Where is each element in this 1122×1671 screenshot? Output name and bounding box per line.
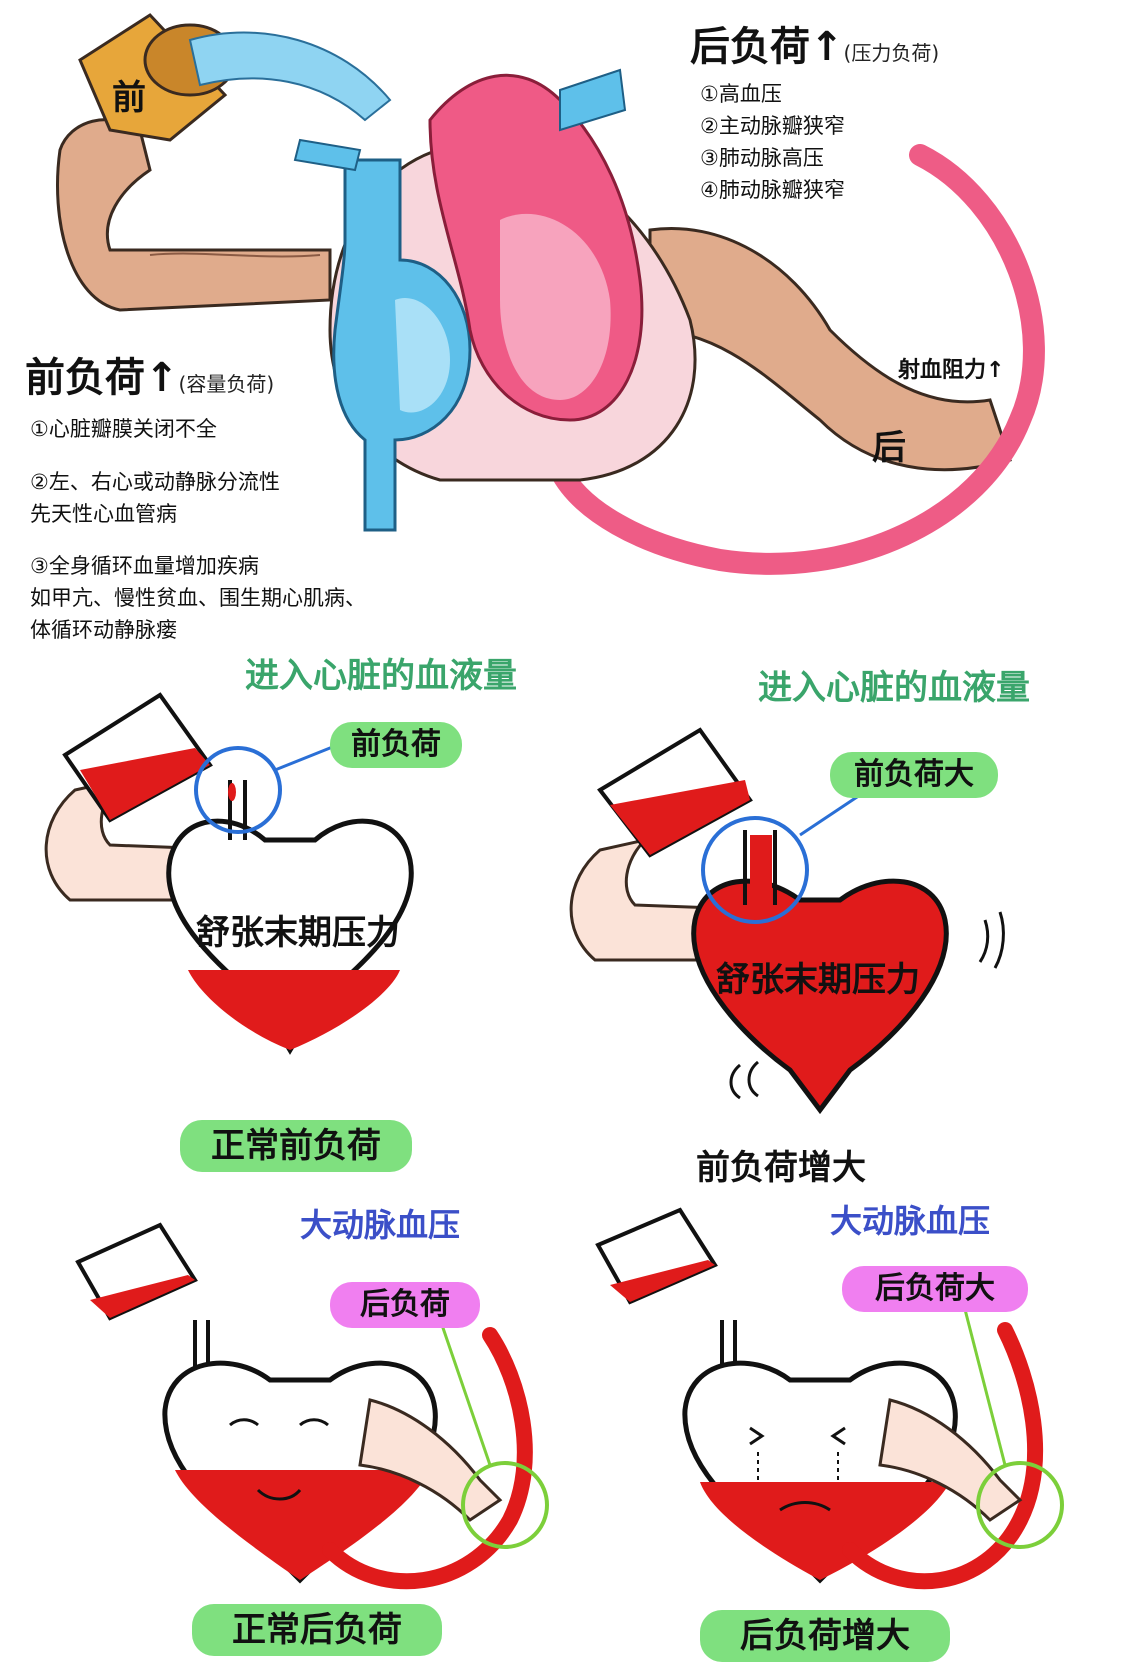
preload-item-3: ③全身循环血量增加疾病 [30,554,259,578]
up-arrow-icon: ↑ [145,355,179,401]
normal-afterload-caption: 正常后负荷 [192,1604,442,1656]
increased-afterload-caption: 后负荷增大 [700,1610,950,1662]
left-arm-top [56,118,332,312]
zoom-circle-blue [701,816,809,924]
aorta-tube [549,144,1045,575]
increased-preload-caption: 前负荷增大 [696,1148,866,1188]
arterial-pressure-title-left: 大动脉血压 [300,1206,461,1244]
zoom-circle-green [461,1461,549,1549]
afterload-item-2: ②主动脉瓣狭窄 [700,114,845,138]
preload-item-3b: 如甲亢、慢性贫血、围生期心肌病、 [30,586,366,610]
blood-stream-blue [188,31,392,122]
end-diastolic-pressure-left: 舒张末期压力 [196,913,400,953]
afterload-item-3: ③肺动脉高压 [700,146,824,170]
heart-anatomy [293,68,697,532]
preload-tag-left: 前负荷 [330,722,462,768]
zoom-circle-green [976,1461,1064,1549]
afterload-item-1: ①高血压 [700,82,782,106]
preload-item-2: ②左、右心或动静脉分流性 [30,470,280,494]
preload-item-1: ①心脏瓣膜关闭不全 [30,417,217,441]
afterload-heading: 后负荷↑(压力负荷) [690,14,939,72]
ejection-resistance-label: 射血阻力↑ [898,358,1005,383]
increased-afterload-figure [595,1207,1064,1590]
preload-heading: 前负荷↑(容量负荷) [25,345,274,403]
afterload-subtitle: (压力负荷) [843,41,940,65]
afterload-tag-right: 后负荷大 [842,1266,1028,1312]
increased-preload-figure [569,727,1005,1115]
end-diastolic-pressure-right: 舒张末期压力 [716,960,920,1000]
normal-afterload-figure [75,1222,549,1590]
zoom-circle-blue [194,746,282,834]
preload-item-3c: 体循环动静脉瘘 [30,618,177,642]
preload-cup-label: 前 [112,78,146,118]
preload-tag-right: 前负荷大 [830,752,998,798]
preload-item-2b: 先天性心血管病 [30,502,177,526]
blood-volume-title-right: 进入心脏的血液量 [758,668,1030,708]
preload-subtitle: (容量负荷) [178,372,275,396]
normal-preload-figure [44,692,414,1055]
blood-volume-title-left: 进入心脏的血液量 [245,656,517,696]
afterload-item-4: ④肺动脉瓣狭窄 [700,178,845,202]
right-arm-top [648,227,1012,472]
afterload-arm-label: 后 [872,428,906,468]
preload-title: 前负荷 [25,355,145,401]
afterload-title: 后负荷 [690,24,810,70]
arterial-pressure-title-right: 大动脉血压 [830,1202,991,1240]
normal-preload-caption: 正常前负荷 [180,1120,412,1172]
up-arrow-icon: ↑ [810,24,844,70]
afterload-tag-left: 后负荷 [330,1282,480,1328]
